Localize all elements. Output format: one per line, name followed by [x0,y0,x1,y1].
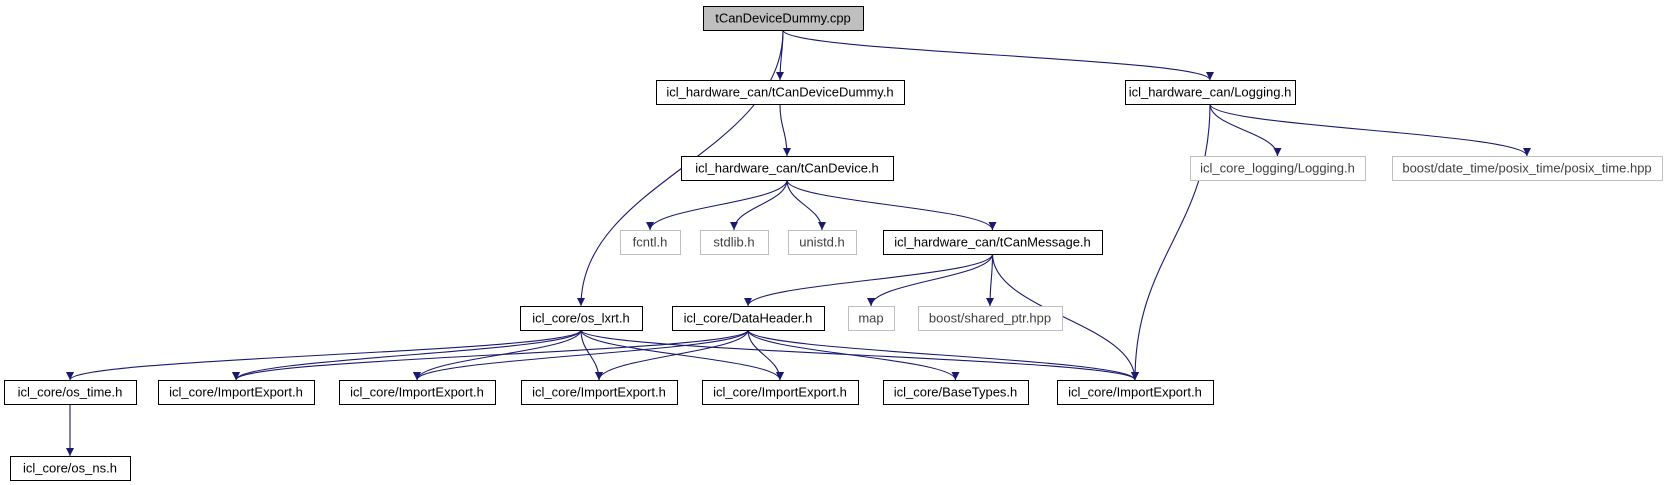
node-basetypes[interactable]: icl_core/BaseTypes.h [883,380,1029,405]
node-label: fcntl.h [633,235,668,250]
edge-root-to-logging_h [782,29,1214,81]
node-fcntl: fcntl.h [620,230,681,255]
node-box [656,80,905,105]
edge-tcanmessage_h-to-ie5 [991,253,1139,381]
node-box [672,306,825,331]
node-root[interactable]: tCanDeviceDummy.cpp [703,6,864,31]
edge-tcanmessage_h-to-map [867,253,994,307]
node-box [4,380,137,405]
node-box [848,306,895,331]
node-ie1[interactable]: icl_core/ImportExport.h [158,380,315,405]
node-core_logging: icl_core_logging/Logging.h [1190,156,1366,181]
edge-tcandevice_h-to-tcanmessage_h [786,179,997,231]
edge-os_lxrt-to-os_time [66,329,582,381]
node-box [10,456,131,481]
node-label: icl_core/ImportExport.h [713,385,847,400]
node-stdlib: stdlib.h [700,230,769,255]
node-ie3[interactable]: icl_core/ImportExport.h [521,380,678,405]
node-label: icl_hardware_can/tCanDeviceDummy.h [666,85,893,100]
node-layer: tCanDeviceDummy.cpp icl_hardware_can/tCan… [4,6,1663,481]
node-posix_time: boost/date_time/posix_time/posix_time.hp… [1392,156,1663,181]
node-label: icl_hardware_can/tCanDevice.h [695,161,879,176]
edge-layer [66,29,1531,456]
node-label: icl_core/BaseTypes.h [894,385,1018,400]
edge-os_lxrt-to-ie1 [232,329,582,381]
node-label: icl_core/ImportExport.h [532,385,666,400]
node-os_lxrt[interactable]: icl_core/os_lxrt.h [520,306,643,331]
node-ie5[interactable]: icl_core/ImportExport.h [1057,380,1214,405]
edge-tcandevice_h-to-stdlib [730,179,788,231]
node-box [620,230,681,255]
node-logging_h[interactable]: icl_hardware_can/Logging.h [1125,80,1296,105]
node-os_time[interactable]: icl_core/os_time.h [4,380,137,405]
node-box [1057,380,1214,405]
node-box [521,380,678,405]
edge-os_lxrt-to-ie5 [580,329,1139,381]
edge-tcandevice_h-to-fcntl [646,179,788,231]
node-label: boost/date_time/posix_time/posix_time.hp… [1402,161,1651,176]
edge-dataheader-to-basetypes [747,329,960,381]
edge-dataheader-to-ie3 [595,329,749,381]
node-box [788,230,857,255]
edge-tcandevice_h-to-unistd [786,179,826,231]
node-map: map [848,306,895,331]
edge-dataheader-to-ie5 [747,329,1139,381]
node-label: icl_core_logging/Logging.h [1200,161,1355,176]
node-box [1190,156,1366,181]
edge-logging_h-to-posix_time [1209,103,1531,157]
node-box [158,380,315,405]
node-dummy_h[interactable]: icl_hardware_can/tCanDeviceDummy.h [656,80,905,105]
node-box [703,6,864,31]
node-label: map [858,311,883,326]
node-label: icl_core/os_ns.h [23,461,117,476]
edge-root-to-dummy_h [776,29,785,81]
node-box [702,380,859,405]
node-unistd: unistd.h [788,230,857,255]
node-box [1392,156,1663,181]
node-box [339,380,496,405]
node-label: icl_core/os_time.h [18,385,123,400]
node-ie2[interactable]: icl_core/ImportExport.h [339,380,496,405]
node-box [520,306,643,331]
node-box [700,230,769,255]
node-label: icl_hardware_can/Logging.h [1129,85,1292,100]
node-label: icl_core/DataHeader.h [684,311,813,326]
edge-os_lxrt-to-ie4 [580,329,784,381]
node-dataheader[interactable]: icl_core/DataHeader.h [672,306,825,331]
node-box [918,306,1063,331]
node-label: unistd.h [799,235,845,250]
node-label: tCanDeviceDummy.cpp [715,11,851,26]
node-box [883,230,1103,255]
node-label: boost/shared_ptr.hpp [929,311,1051,326]
node-tcandevice_h[interactable]: icl_hardware_can/tCanDevice.h [681,156,894,181]
edge-dataheader-to-ie4 [747,329,784,381]
node-ie4[interactable]: icl_core/ImportExport.h [702,380,859,405]
edge-tcanmessage_h-to-dataheader [744,253,994,307]
edge-logging_h-to-ie5 [1131,103,1211,381]
edge-dataheader-to-ie2 [413,329,749,381]
node-os_ns[interactable]: icl_core/os_ns.h [10,456,131,481]
node-shared_ptr: boost/shared_ptr.hpp [918,306,1063,331]
edge-dummy_h-to-tcandevice_h [779,103,791,157]
node-label: icl_hardware_can/tCanMessage.h [894,235,1091,250]
node-box [883,380,1029,405]
node-label: icl_core/os_lxrt.h [532,311,630,326]
node-label: icl_core/ImportExport.h [350,385,484,400]
edge-logging_h-to-core_logging [1209,103,1282,157]
node-label: stdlib.h [713,235,754,250]
node-label: icl_core/ImportExport.h [169,385,303,400]
node-box [1125,80,1296,105]
node-tcanmessage_h[interactable]: icl_hardware_can/tCanMessage.h [883,230,1103,255]
edge-tcanmessage_h-to-shared_ptr [986,253,995,307]
node-box [681,156,894,181]
node-label: icl_core/ImportExport.h [1068,385,1202,400]
edge-dataheader-to-ie1 [232,329,749,381]
